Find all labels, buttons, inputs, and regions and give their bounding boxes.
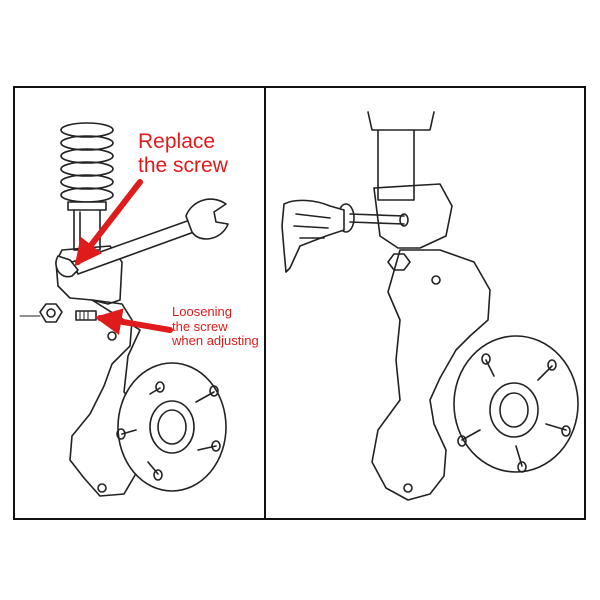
strut-bracket-right	[373, 183, 453, 249]
wheel-hub-icon	[453, 335, 579, 473]
steering-knuckle	[69, 299, 151, 497]
panel-divider	[264, 86, 266, 520]
loosen-label-line: the screw	[172, 318, 228, 334]
coil-spring-icon	[60, 122, 114, 211]
wheel-hub-icon	[116, 362, 227, 492]
nut-icon	[39, 303, 63, 323]
loosen-screw-label: Loosening the screw when adjusting	[172, 304, 259, 349]
loosen-arrow-icon	[94, 308, 173, 335]
strut-top	[367, 111, 435, 131]
diagram-frame	[13, 86, 586, 520]
steering-knuckle-right	[371, 249, 491, 501]
shock-absorber	[73, 209, 101, 251]
replace-arrow-icon	[74, 179, 143, 267]
bolt-icon	[337, 203, 409, 233]
shock-absorber-right	[377, 129, 415, 201]
replace-screw-label: Replace the screw	[138, 130, 228, 177]
wrench-icon	[55, 198, 229, 278]
replace-label-line: Replace	[138, 130, 216, 153]
hand-icon	[281, 199, 345, 273]
loosen-label-line: when adjusting	[172, 333, 259, 349]
loosen-label-line: Loosening	[172, 304, 232, 319]
right-panel	[281, 111, 579, 501]
bolt-icon	[19, 310, 97, 321]
replace-label-line: the screw	[138, 153, 228, 177]
left-panel	[19, 122, 229, 497]
